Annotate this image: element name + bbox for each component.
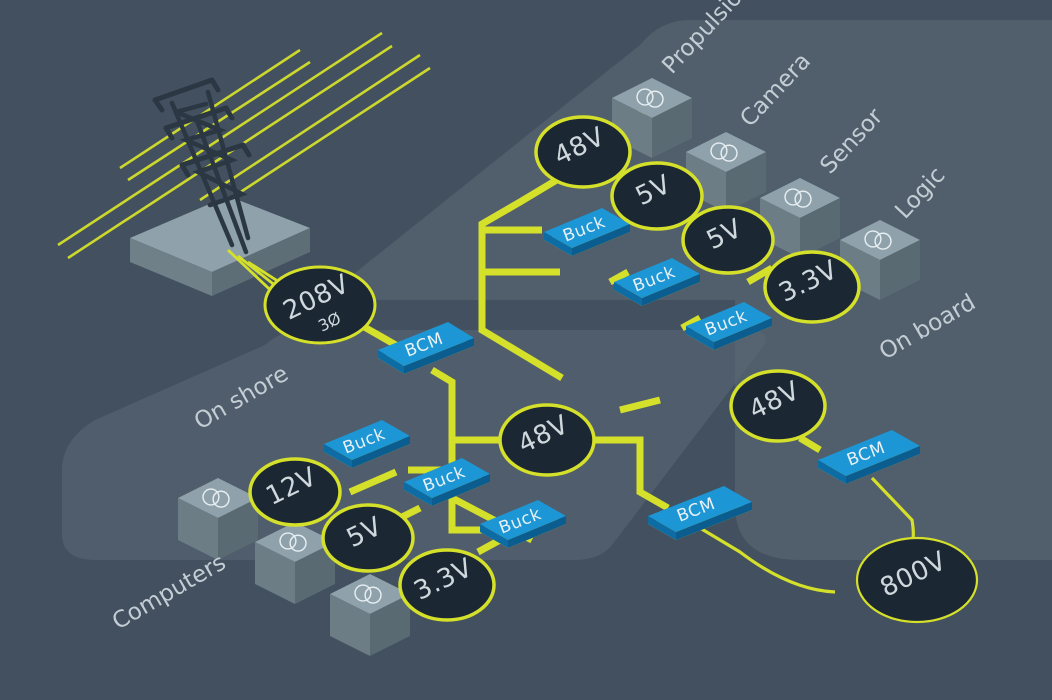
load-cube-computers-2[interactable]	[255, 522, 335, 604]
zone-on-board	[336, 20, 1052, 560]
converter-buck-board-5v-a[interactable]: Buck	[544, 208, 630, 256]
converter-bcm-board[interactable]: BCM	[818, 430, 920, 484]
node-shore-5v[interactable]: 5V	[321, 503, 415, 573]
node-grid-208v[interactable]: 208V 3Ø	[263, 265, 377, 345]
converter-buck-shore-3v3[interactable]: Buck	[480, 500, 566, 548]
load-cube-propulsion[interactable]	[612, 78, 692, 158]
transmission-tower	[57, 31, 431, 320]
load-cube-logic[interactable]	[840, 220, 920, 300]
converter-bcm-shore-in[interactable]: BCM	[378, 322, 474, 374]
converter-bcm-shore-out[interactable]: BCM	[648, 486, 752, 540]
node-board-5v-a[interactable]: 5V	[610, 161, 704, 231]
node-tether-800v[interactable]: 800V	[855, 536, 979, 624]
node-board-48v-top[interactable]: 48V	[534, 115, 632, 189]
node-board-5v-b[interactable]: 5V	[681, 205, 775, 275]
node-shore-48v[interactable]: 48V	[498, 403, 596, 477]
converter-buck-board-5v-b[interactable]: Buck	[614, 258, 700, 306]
converter-buck-shore-5v[interactable]: Buck	[404, 458, 490, 506]
load-cube-computers-3[interactable]	[330, 574, 410, 656]
converter-buck-board-3v3[interactable]: Buck	[686, 302, 772, 350]
tower-platform	[130, 196, 310, 296]
node-shore-3v3[interactable]: 3.3V	[398, 548, 496, 622]
node-board-3v3[interactable]: 3.3V	[763, 250, 861, 324]
converter-buck-shore-12v[interactable]: Buck	[324, 420, 410, 468]
node-board-48v-in[interactable]: 48V	[729, 369, 827, 443]
node-shore-12v[interactable]: 12V	[248, 457, 342, 527]
load-cube-computers-1[interactable]	[178, 478, 258, 560]
